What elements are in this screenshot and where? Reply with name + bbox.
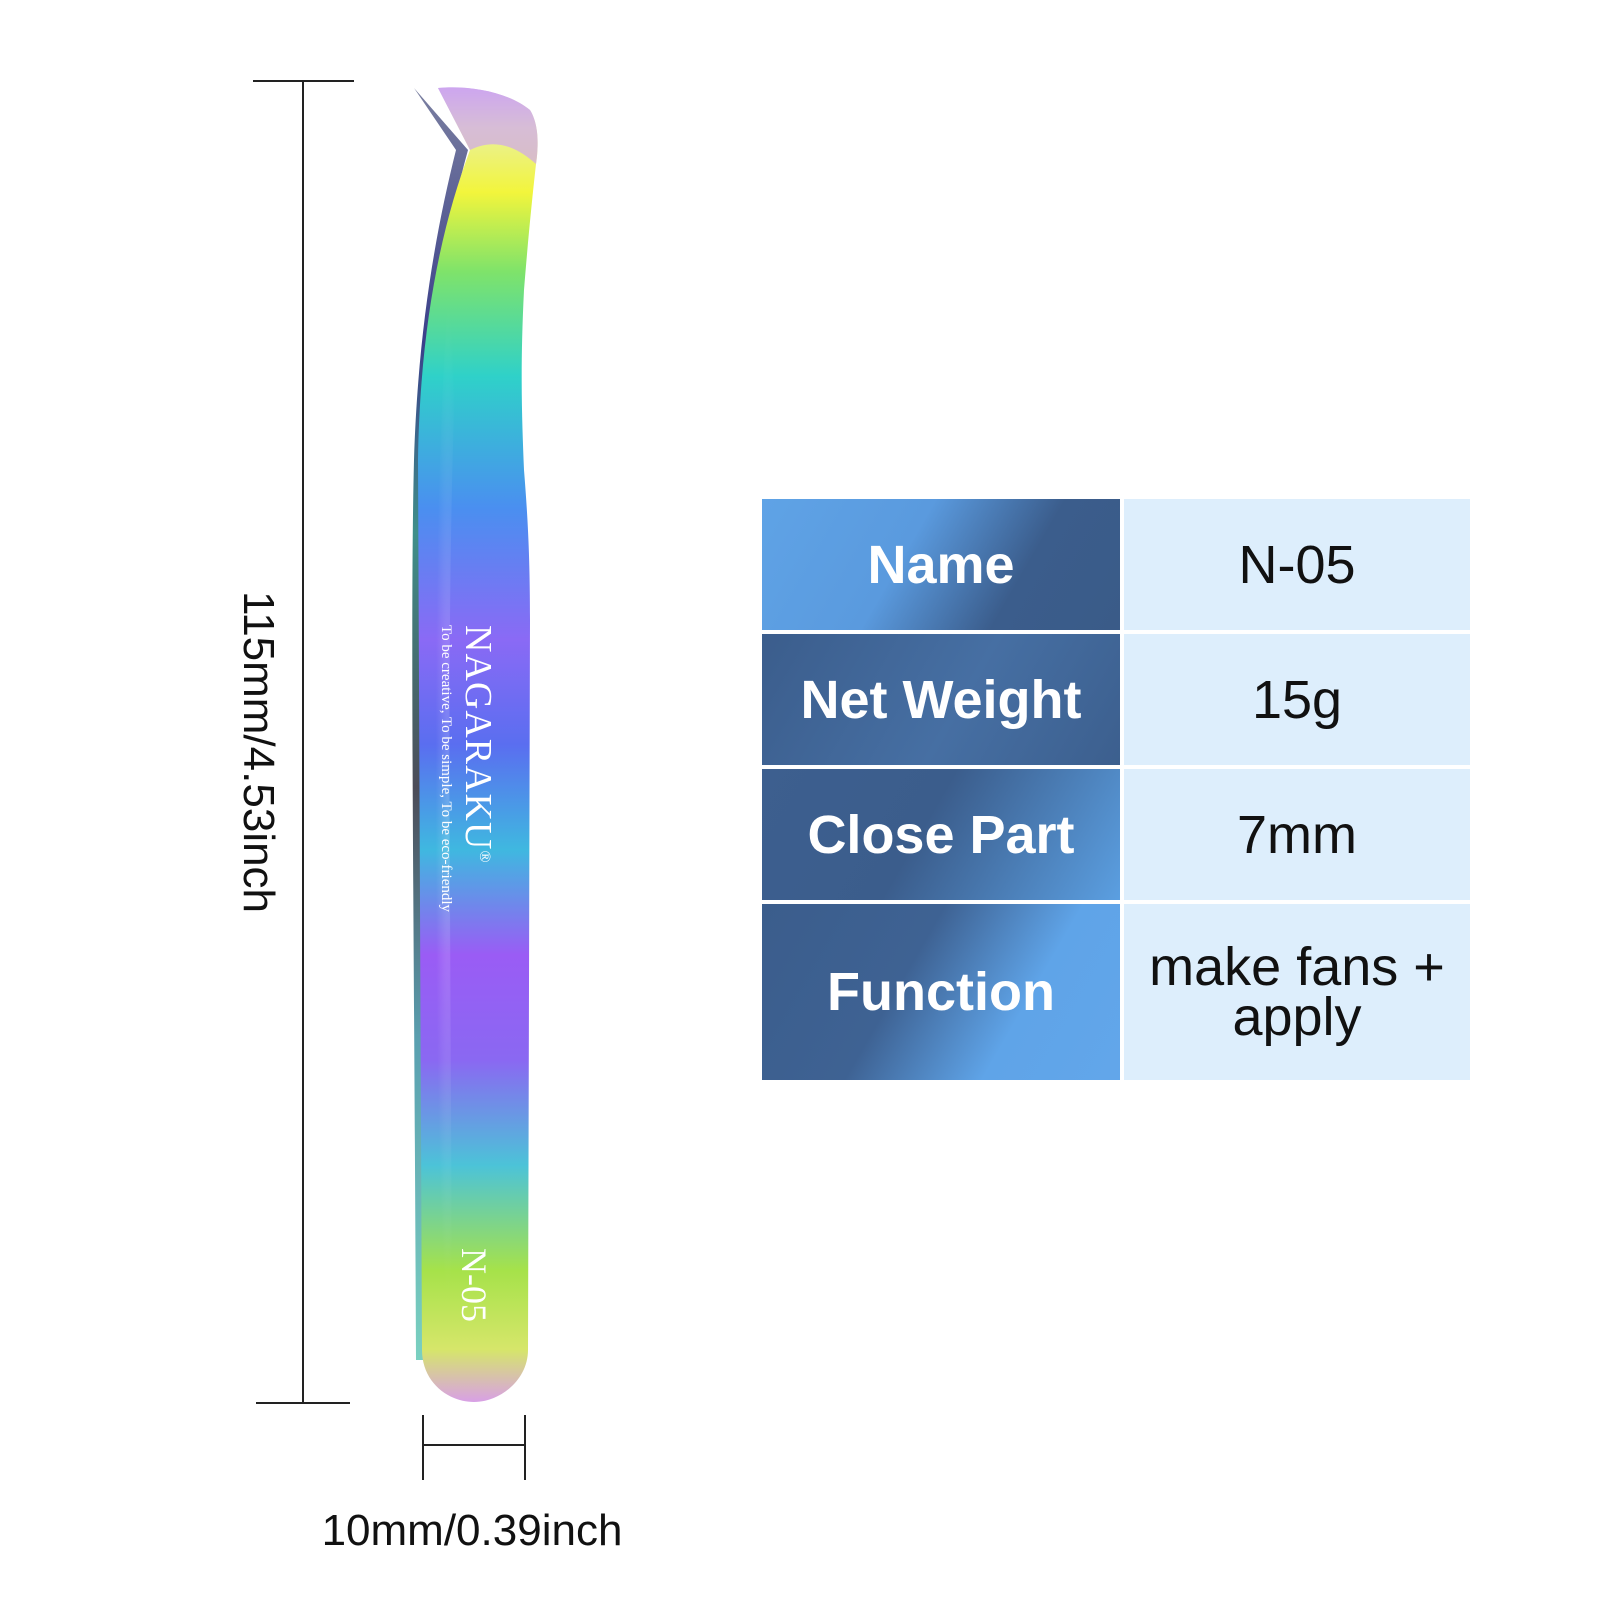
spec-key-function: Function: [762, 904, 1120, 1080]
tweezer-engraving: NAGARAKU® To be creative, To be simple, …: [436, 625, 504, 985]
spec-value-close-part: 7mm: [1124, 769, 1470, 900]
tweezer-highlight: [435, 300, 460, 1300]
spec-value-net-weight: 15g: [1124, 634, 1470, 765]
tweezer-model-engraving: N-05: [454, 1248, 494, 1322]
width-label: 10mm/0.39inch: [321, 1506, 623, 1555]
width-dimension-line: [422, 1415, 526, 1480]
tweezer-tip-cap: [438, 87, 538, 164]
tweezer: [412, 87, 538, 1402]
spec-value-function: make fans + apply: [1124, 904, 1470, 1080]
spec-table: Name N-05 Net Weight 15g Close Part 7mm …: [762, 499, 1470, 1080]
spec-key-net-weight: Net Weight: [762, 634, 1120, 765]
spec-key-name: Name: [762, 499, 1120, 630]
brand-slogan: To be creative, To be simple, To be eco-…: [438, 625, 455, 913]
spec-value-name: N-05: [1124, 499, 1470, 630]
length-label: 115mm/4.53inch: [234, 590, 283, 914]
length-dimension-line: [253, 80, 354, 1404]
spec-key-close-part: Close Part: [762, 769, 1120, 900]
brand-logo-text: NAGARAKU®: [457, 625, 500, 864]
